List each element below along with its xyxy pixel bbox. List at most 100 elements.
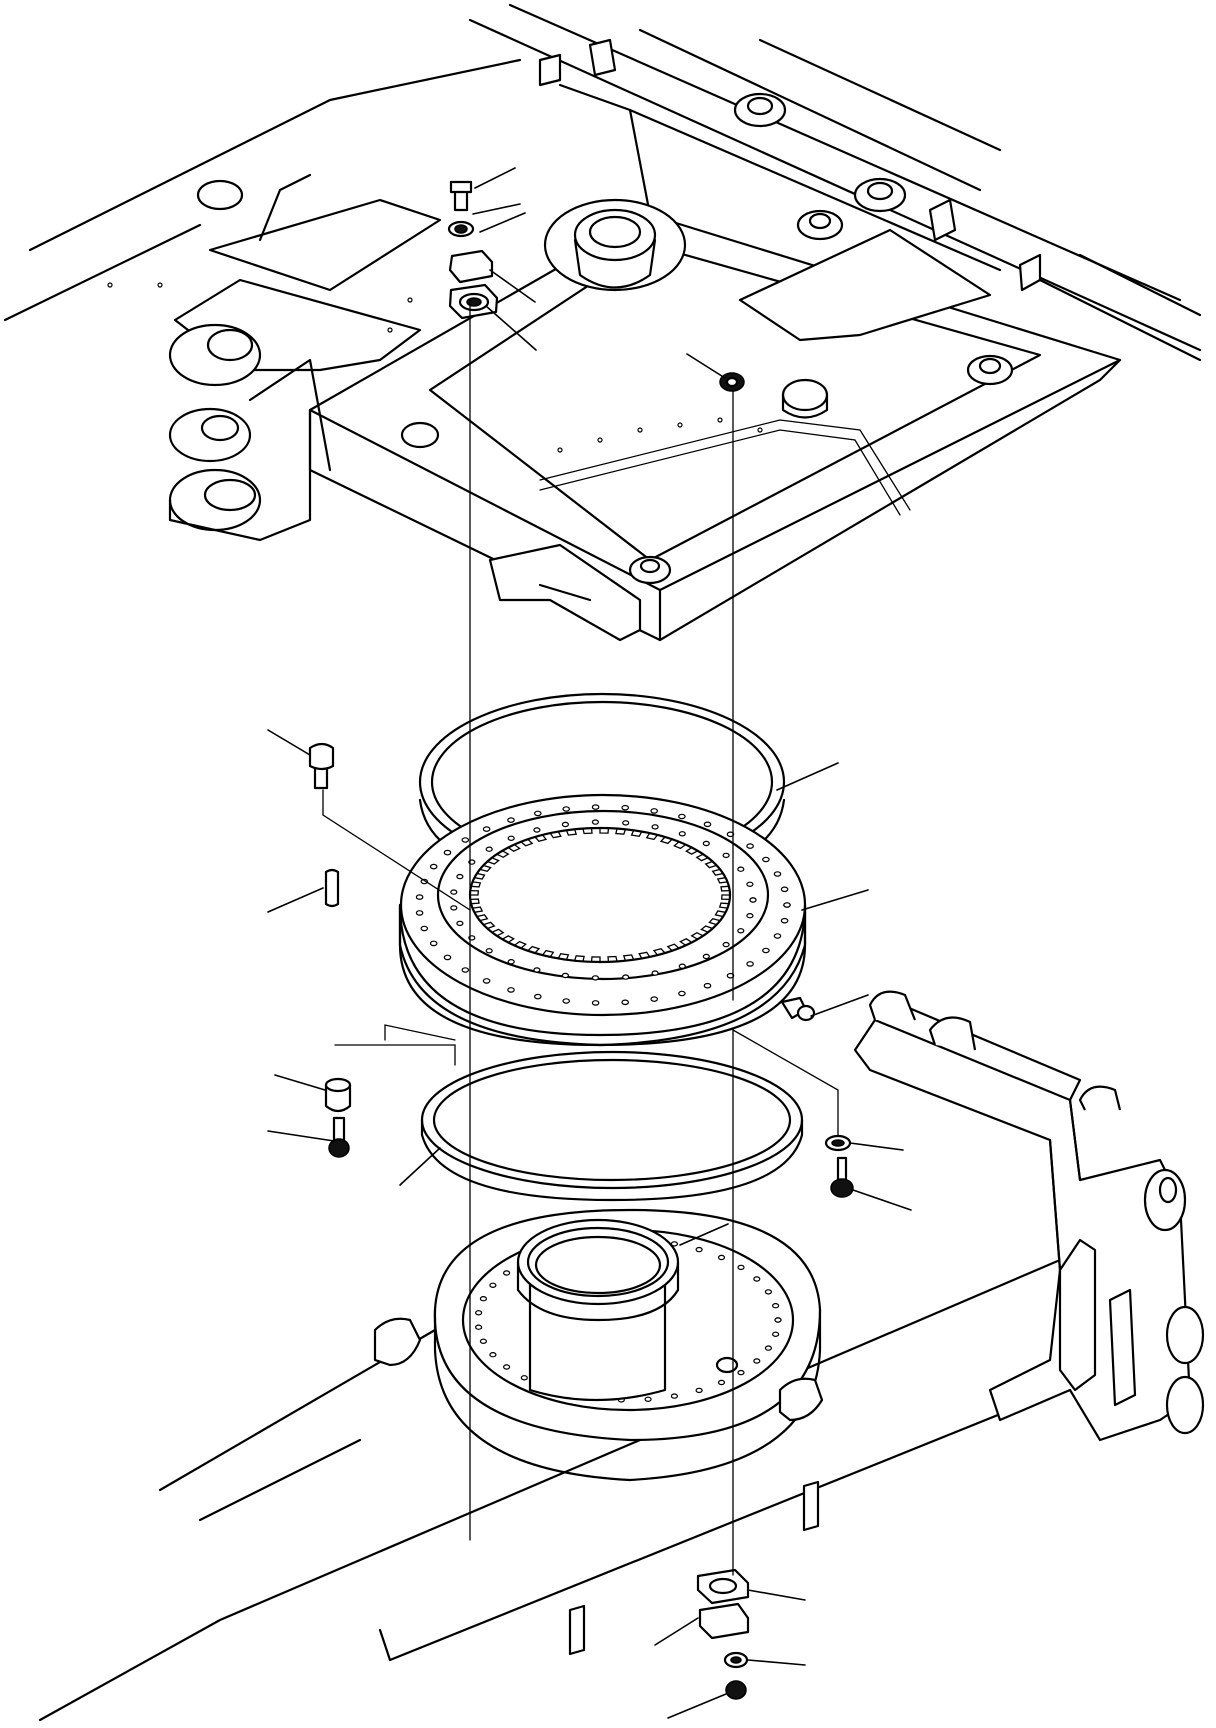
bolt-hole — [717, 1254, 726, 1261]
gear-tooth — [607, 955, 618, 963]
bolt-hole — [651, 824, 659, 830]
bolt-hole — [591, 804, 600, 810]
gear-tooth — [482, 921, 496, 930]
bolt-hole — [726, 972, 735, 979]
leader-lines — [267, 167, 912, 1719]
bolt-hole — [678, 813, 686, 820]
gear-tooth — [700, 925, 714, 933]
bolt-hole — [482, 978, 491, 984]
bolt-hole — [780, 886, 789, 893]
center-swivel-seal — [516, 1218, 739, 1402]
bolt-hole — [695, 1387, 703, 1394]
bolt-hole — [678, 963, 686, 969]
gear-tooth — [491, 928, 505, 937]
bolt-hole — [746, 961, 754, 967]
bolt-hole — [503, 1364, 511, 1370]
gear-tooth — [704, 860, 718, 869]
bolt-hole — [621, 999, 630, 1006]
gear-tooth — [708, 917, 721, 926]
washer — [824, 1134, 852, 1152]
gear-tooth — [716, 877, 729, 884]
gear-tooth — [513, 940, 527, 949]
bolt-hole — [726, 831, 735, 838]
gear-tooth — [659, 836, 673, 845]
gear-tooth — [630, 829, 643, 838]
bolt-hole — [717, 1379, 726, 1386]
gear-tooth — [557, 952, 570, 961]
bolt-hole — [520, 1375, 528, 1381]
bolt-hole — [774, 1317, 782, 1323]
bolt-hole — [450, 905, 458, 911]
gear-tooth — [645, 832, 659, 841]
bolt-hole — [737, 928, 745, 934]
bolt-hole — [429, 940, 438, 947]
bolt-hole — [780, 917, 789, 924]
gear-tooth — [638, 951, 651, 960]
bolt-hole — [482, 826, 491, 832]
bolt-hole — [475, 1310, 483, 1316]
bolt-hole — [443, 849, 452, 856]
gear-tooth — [695, 853, 709, 862]
bolt-hole — [420, 878, 429, 885]
bolt-hole — [456, 873, 464, 880]
bolt-hole — [746, 881, 754, 888]
bolt-hole — [678, 990, 686, 997]
bolt-hole — [479, 1295, 487, 1302]
bolt-hole — [475, 1324, 483, 1330]
top-hardware-stack — [447, 180, 745, 392]
bolt-hole — [622, 820, 630, 826]
gear-tooth — [534, 834, 548, 843]
bolt-hole — [771, 1302, 780, 1309]
gear-tooth — [720, 885, 731, 892]
bolt-hole — [533, 967, 541, 973]
bolt-hole — [695, 1246, 703, 1253]
grease-fitting — [780, 996, 816, 1022]
gear-tooth — [549, 830, 562, 839]
bolt-hole — [456, 920, 464, 927]
bolt-hole — [702, 840, 710, 847]
gear-tooth — [496, 850, 510, 859]
gear-tooth — [507, 843, 521, 852]
bolt-hole — [773, 933, 782, 939]
bolt-hole — [702, 953, 710, 960]
bolt-hole — [737, 1264, 745, 1271]
bolt-hole — [429, 863, 438, 870]
bolt-hole — [764, 1289, 773, 1295]
dowel-pin — [324, 868, 340, 908]
gear-tooth — [685, 846, 699, 855]
gear-tooth — [501, 935, 515, 944]
bolt-hole — [746, 913, 754, 919]
bolt-hole — [443, 954, 452, 961]
bolt-hole — [450, 889, 458, 895]
gear-tooth — [714, 910, 727, 918]
bolt-hole — [507, 817, 515, 823]
bolt-hole — [773, 871, 782, 877]
bolt-hole — [722, 852, 730, 859]
bolt-hole — [670, 1393, 679, 1399]
bolt-hole — [622, 974, 630, 980]
revolving-frame — [3, 3, 1202, 642]
bolt-hole — [737, 866, 745, 872]
gear-teeth — [469, 827, 731, 963]
outer-bolt-holes — [415, 804, 791, 1006]
bolt-hole — [621, 804, 630, 811]
bolt-hole — [591, 1000, 600, 1006]
bolt-hole — [764, 1345, 773, 1351]
bolt-hole — [485, 846, 493, 852]
bolt-hole — [561, 821, 570, 828]
gear-tooth — [622, 954, 635, 962]
bolt-hole — [415, 894, 424, 900]
gear-tooth — [679, 938, 693, 947]
gear-tooth — [476, 914, 489, 922]
gear-tooth — [486, 857, 500, 865]
bolt-hole — [415, 910, 424, 916]
bolt-hole — [489, 1351, 497, 1358]
lower-left-bolt — [328, 1116, 350, 1158]
gear-tooth — [599, 827, 610, 834]
gear-tooth — [469, 898, 480, 905]
bolt-hole — [678, 831, 686, 837]
bolt-hole — [651, 970, 659, 976]
bolt-hole — [420, 925, 429, 932]
